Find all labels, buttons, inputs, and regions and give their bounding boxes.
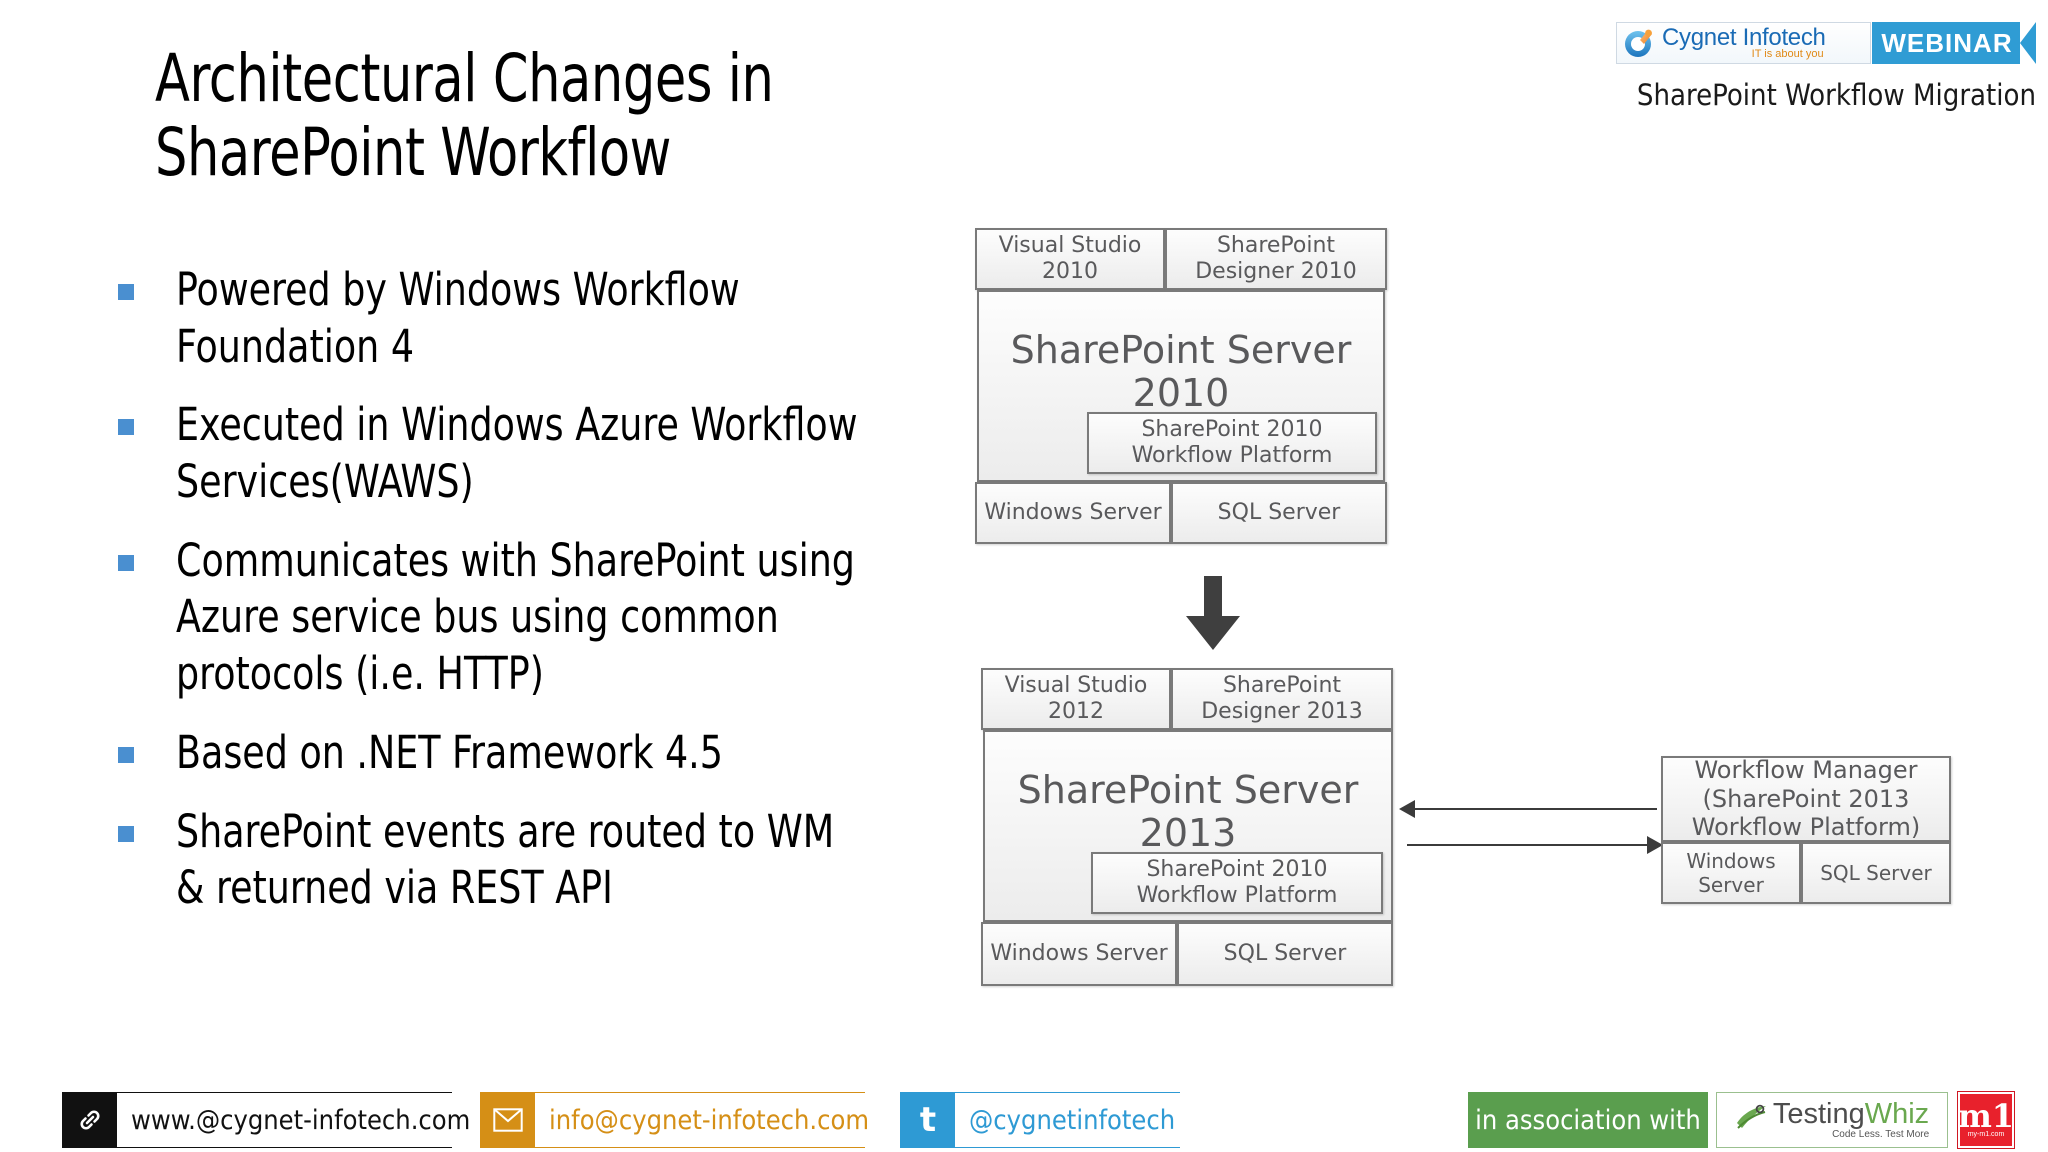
association-label: in association with — [1475, 1104, 1701, 1136]
brand-tagline: IT is about you — [1751, 48, 1824, 60]
down-arrow-icon — [1183, 576, 1243, 654]
webinar-ribbon: WEBINAR — [1872, 22, 2036, 64]
list-item-label: Communicates with SharePoint using Azure… — [176, 533, 855, 701]
bullet-square-icon — [118, 284, 134, 300]
cygnet-circle-icon — [1622, 26, 1656, 60]
twitter-label: @cygnetinfotech — [955, 1093, 1190, 1147]
arrow-right-icon — [1647, 836, 1663, 854]
architecture-diagram: Visual Studio 2010 SharePoint Designer 2… — [975, 228, 2035, 1028]
bottom-tool-designer: SharePoint Designer 2013 — [1171, 668, 1393, 730]
page-title: Architectural Changes in SharePoint Work… — [155, 40, 774, 191]
list-item: Communicates with SharePoint using Azure… — [118, 533, 938, 703]
link-icon — [63, 1093, 117, 1147]
list-item: Executed in Windows Azure Workflow Servi… — [118, 397, 938, 510]
m1-url: my-m1.com — [1967, 1130, 2005, 1138]
bottom-inner-platform: SharePoint 2010 Workflow Platform — [1091, 852, 1383, 914]
list-item-label: SharePoint events are routed to WM & ret… — [176, 804, 835, 915]
top-infra-windows-server: Windows Server — [975, 482, 1171, 544]
association-chip: in association with — [1468, 1092, 1708, 1148]
partner-name-block: TestingWhiz Code Less. Test More — [1773, 1100, 1929, 1140]
bullet-square-icon — [118, 419, 134, 436]
brand-logo-box: Cygnet Infotech IT is about you — [1616, 22, 1871, 64]
brand-wordmark: Cygnet Infotech IT is about you — [1662, 26, 1826, 60]
top-server-box: SharePoint Server 2010 SharePoint 2010 W… — [977, 290, 1385, 482]
list-item-label: Powered by Windows Workflow Foundation 4 — [176, 263, 740, 373]
twitter-chip[interactable]: t @cygnetinfotech — [900, 1092, 1190, 1148]
partner-name: TestingWhiz — [1772, 1098, 1930, 1130]
header-subtitle: SharePoint Workflow Migration — [1636, 78, 2036, 112]
partner-tagline: Code Less. Test More — [1832, 1129, 1930, 1140]
header-banner: Cygnet Infotech IT is about you WEBINAR — [1616, 22, 2036, 64]
m1-name: m1 — [1957, 1097, 2015, 1136]
top-server-label: SharePoint Server 2010 — [1010, 328, 1352, 415]
bottom-server-box: SharePoint Server 2013 SharePoint 2010 W… — [983, 730, 1393, 922]
footer-bar: www.@cygnet-infotech.com info@cygnet-inf… — [0, 1088, 2048, 1152]
bottom-infra-sql-server: SQL Server — [1177, 922, 1393, 986]
connector-line-left — [1407, 808, 1657, 810]
workflow-manager-box: Workflow Manager (SharePoint 2013 Workfl… — [1661, 756, 1951, 842]
top-inner-platform: SharePoint 2010 Workflow Platform — [1087, 412, 1377, 474]
website-chip[interactable]: www.@cygnet-infotech.com — [62, 1092, 485, 1148]
envelope-icon — [481, 1093, 535, 1147]
arrow-left-icon — [1399, 800, 1415, 818]
partner-logo-m1: m1 my-m1.com — [1957, 1091, 2015, 1149]
connector-line-right — [1407, 844, 1657, 846]
top-infra-sql-server: SQL Server — [1171, 482, 1387, 544]
list-item: Powered by Windows Workflow Foundation 4 — [118, 262, 938, 375]
list-item-label: Based on .NET Framework 4.5 — [176, 725, 723, 779]
testingwhiz-swoosh-icon — [1735, 1103, 1769, 1138]
email-label: info@cygnet-infotech.com — [535, 1093, 883, 1147]
bottom-server-label: SharePoint Server 2013 — [1017, 768, 1359, 855]
bottom-tool-visual-studio: Visual Studio 2012 — [981, 668, 1171, 730]
webinar-ribbon-label: WEBINAR — [1881, 27, 2013, 58]
brand-name: Cygnet Infotech — [1662, 24, 1826, 51]
list-item-label: Executed in Windows Azure Workflow Servi… — [176, 398, 858, 509]
email-chip[interactable]: info@cygnet-infotech.com — [480, 1092, 883, 1148]
bullet-square-icon — [118, 825, 134, 842]
list-item: SharePoint events are routed to WM & ret… — [118, 804, 938, 917]
top-tool-designer: SharePoint Designer 2010 — [1165, 228, 1387, 290]
website-label: www.@cygnet-infotech.com — [117, 1093, 485, 1147]
ribbon-notch-icon — [2020, 22, 2036, 64]
list-item: Based on .NET Framework 4.5 — [118, 725, 938, 782]
partner-logo-testingwhiz: TestingWhiz Code Less. Test More — [1716, 1092, 1948, 1148]
wm-infra-sql-server: SQL Server — [1801, 842, 1951, 904]
bullet-list: Powered by Windows Workflow Foundation 4… — [118, 262, 938, 939]
twitter-bird-icon: t — [901, 1093, 955, 1147]
bottom-infra-windows-server: Windows Server — [981, 922, 1177, 986]
top-tool-visual-studio: Visual Studio 2010 — [975, 228, 1165, 290]
bullet-square-icon — [118, 746, 134, 763]
bullet-square-icon — [118, 554, 134, 571]
wm-infra-windows-server: Windows Server — [1661, 842, 1801, 904]
